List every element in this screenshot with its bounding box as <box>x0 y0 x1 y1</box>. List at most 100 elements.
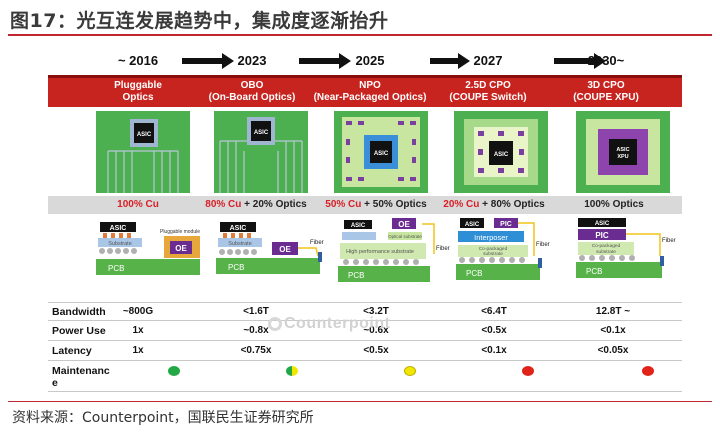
table-row-bandwidth: Bandwidth ~800G <1.6T <3.2T <6.4T 12.8T … <box>48 302 682 321</box>
timeline-arrow <box>430 53 482 69</box>
maintenance-indicator <box>404 366 416 376</box>
table-cell: <3.2T <box>363 306 389 317</box>
diagram-label: Pluggable module <box>160 229 200 235</box>
stage-name: OBO <box>240 80 264 91</box>
diagram-label: Substrate <box>108 241 132 247</box>
table-cell: <0.5x <box>363 345 389 356</box>
table-row-power-use: Power Use 1x ~0.8x ~0.6x <0.5x <0.1x <box>48 322 682 341</box>
timeline-arrow <box>182 53 234 69</box>
npo-board-illustration: ASIC <box>334 111 428 193</box>
diagram-label: Substrate <box>228 241 252 247</box>
diagram-label: Co-packaged <box>479 246 508 252</box>
diagram-label: Fiber <box>536 242 550 248</box>
row-label: Maintenanc e <box>52 365 110 389</box>
source-rule <box>8 401 712 402</box>
source-note: 资料来源：Counterpoint，国联民生证券研究所 <box>12 410 314 426</box>
title-rule <box>8 34 712 36</box>
copper-share: 80% Cu <box>205 199 242 210</box>
mix-npo: 50% Cu + 50% Optics <box>316 199 436 210</box>
table-cell: <1.6T <box>243 306 269 317</box>
mix-pluggable: 100% Cu <box>78 199 198 210</box>
diagram-label: Interposer <box>474 233 508 242</box>
diagram-label: substrate <box>483 251 503 257</box>
table-cell: 1x <box>132 325 144 336</box>
maintenance-indicator <box>642 366 654 376</box>
obo-board-illustration: ASIC <box>214 111 308 193</box>
diagram-label: ASIC <box>230 225 247 232</box>
stage-3d-cpo: 3D CPO(COUPE XPU) <box>546 80 666 104</box>
table-cell: <0.05x <box>597 345 629 356</box>
plus-sign: + <box>241 199 253 210</box>
optics-share: 20% Optics <box>252 199 307 210</box>
mix-3d-cpo: 100% Optics <box>554 199 674 210</box>
diagram-label: Fiber <box>436 246 450 252</box>
diagram-label: ASIC <box>465 222 480 228</box>
diagram-label: OE <box>398 220 410 229</box>
chip-label: ASIC <box>137 132 152 138</box>
timeline-arrow <box>554 53 606 69</box>
diagram-label: Fiber <box>310 240 324 246</box>
year-label: ~ 2016 <box>117 53 159 68</box>
cpo-3d-package-diagram: ASIC PIC Co-packaged substrate Fiber PCB <box>576 218 676 278</box>
obo-package-diagram: ASIC Substrate OE Fiber PCB <box>216 222 324 274</box>
pluggable-board-illustration: ASIC <box>96 111 190 193</box>
table-cell: 12.8T ~ <box>595 306 631 317</box>
diagram-label: Optical substrate <box>388 234 422 239</box>
table-row-latency: Latency 1x <0.75x <0.5x <0.1x <0.05x <box>48 342 682 361</box>
diagram-label: ASIC <box>110 225 127 232</box>
diagram-label: ASIC <box>351 223 366 229</box>
chip-label: ASIC <box>616 147 629 153</box>
row-label: Latency <box>52 345 92 357</box>
stage-obo: OBO(On-Board Optics) <box>192 80 312 104</box>
table-cell: ~800G <box>122 306 154 317</box>
copper-share: 20% Cu <box>443 199 480 210</box>
stage-desc: (On-Board Optics) <box>208 92 296 103</box>
diagram-label: PCB <box>228 263 244 272</box>
year-label: 2025 <box>355 53 385 68</box>
stage-npo: NPO(Near-Packaged Optics) <box>310 80 430 104</box>
figure-title: 图17：光互连发展趋势中，集成度逐渐抬升 <box>10 10 389 32</box>
plus-sign: + <box>479 199 491 210</box>
chip-label: XPU <box>617 154 628 160</box>
diagram-label: High performance substrate <box>346 249 414 255</box>
table-cell: <0.1x <box>481 345 507 356</box>
diagram-label: PIC <box>500 221 512 228</box>
optics-share: 100% Optics <box>584 199 644 210</box>
table-cell: ~0.6x <box>363 325 389 336</box>
chip-label: ASIC <box>254 130 269 136</box>
table-cell: 1x <box>132 345 144 356</box>
chip-label: ASIC <box>374 151 389 157</box>
copper-share: 100% Cu <box>117 199 159 210</box>
stage-2-5d-cpo: 2.5D CPO(COUPE Switch) <box>428 80 548 104</box>
cpo-25d-package-diagram: ASIC PIC Interposer Co-packaged substrat… <box>456 218 550 280</box>
row-label: Bandwidth <box>52 306 106 318</box>
diagram-label: Fiber <box>662 238 676 244</box>
table-cell: ~0.8x <box>243 325 269 336</box>
diagram-label: OE <box>279 245 291 254</box>
timeline-arrow <box>299 53 351 69</box>
diagram-label: PCB <box>586 267 602 276</box>
diagram-label: PCB <box>466 269 482 278</box>
table-cell: <0.1x <box>600 325 626 336</box>
maintenance-indicator <box>168 366 180 376</box>
diagram-label: substrate <box>596 249 616 255</box>
stage-name: NPO <box>359 80 381 91</box>
cpo-3d-board-illustration: ASIC XPU <box>576 111 670 193</box>
optics-share: 80% Optics <box>490 199 545 210</box>
chip-label: ASIC <box>494 152 509 158</box>
cpo-25d-board-illustration: ASIC <box>454 111 548 193</box>
stage-desc: (Near-Packaged Optics) <box>313 92 427 103</box>
diagram-label: PCB <box>108 264 124 273</box>
stage-desc: (COUPE XPU) <box>573 92 639 103</box>
counterpoint-logo-icon <box>268 317 282 331</box>
diagram-label: OE <box>175 244 187 253</box>
copper-share: 50% Cu <box>325 199 362 210</box>
npo-package-diagram: ASIC OE Optical substrate High performan… <box>338 218 450 282</box>
row-label: Power Use <box>52 325 106 337</box>
maintenance-indicator <box>286 366 298 376</box>
diagram-label: ASIC <box>595 221 610 227</box>
optics-share: 50% Optics <box>372 199 427 210</box>
mix-obo: 80% Cu + 20% Optics <box>196 199 316 210</box>
